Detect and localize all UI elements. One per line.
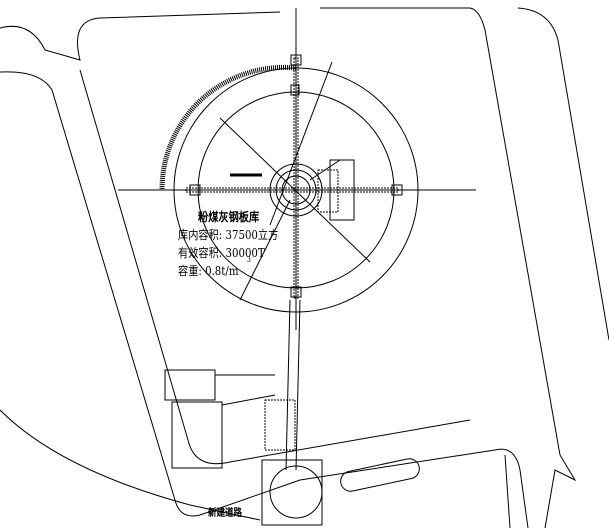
silo-title: 粉煤灰钢板库 <box>198 210 260 224</box>
density-superscript: 3 <box>247 256 251 264</box>
silo-plan <box>118 8 476 471</box>
volume-label: 库内容积: 37500立方 <box>178 228 279 242</box>
equipment-buildings <box>164 369 420 526</box>
effective-volume-label: 有效容积: 30000T <box>178 246 265 260</box>
road-boundaries <box>0 7 609 528</box>
road-label: 新建道路 <box>208 508 242 519</box>
density-label: 容重: 0.8t/m <box>178 264 239 278</box>
